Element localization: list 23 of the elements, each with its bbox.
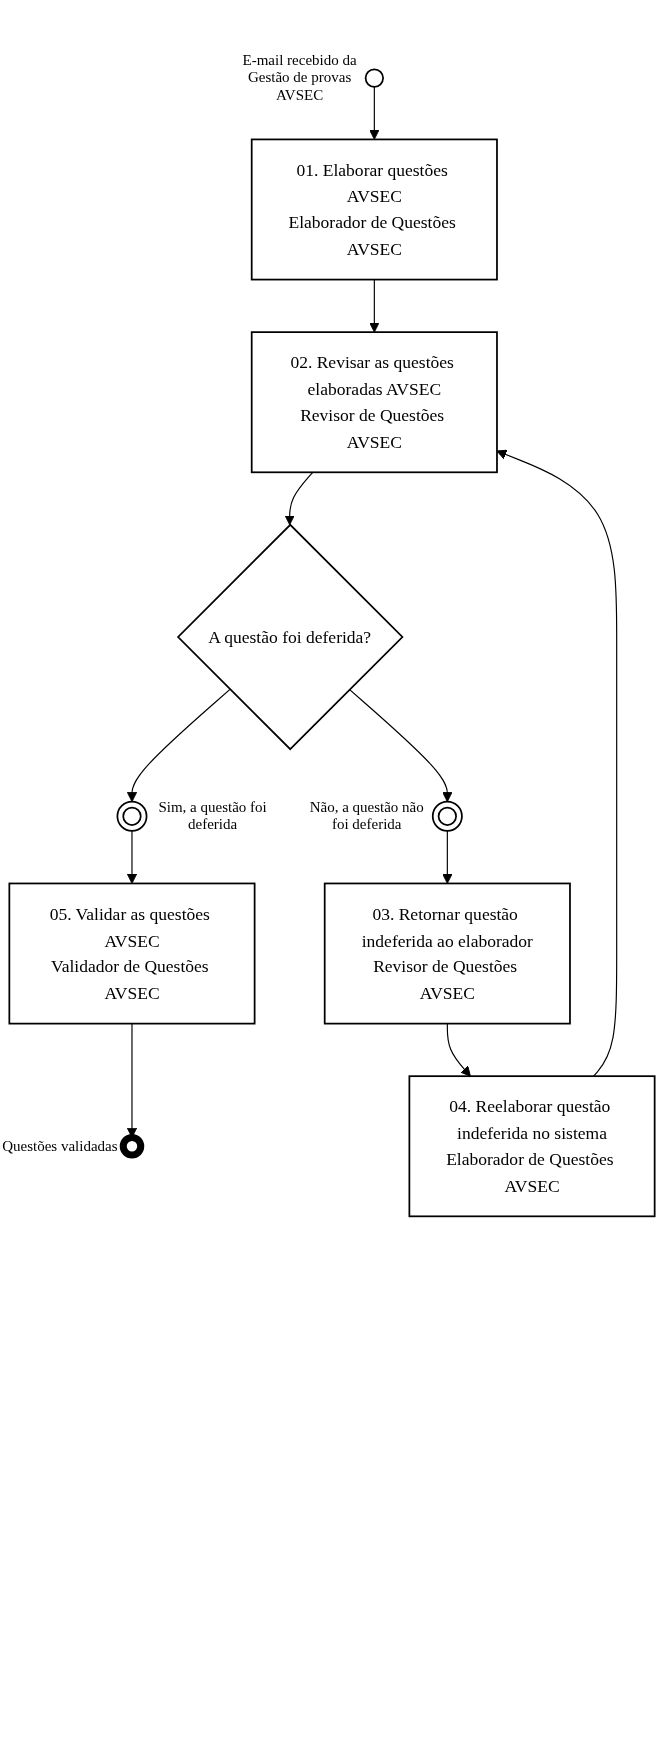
arrow: [348, 688, 453, 803]
node-diamond: A questão foi deferida?: [176, 523, 404, 751]
arrow: [369, 86, 380, 140]
arrow: [126, 830, 138, 884]
arrow: [126, 688, 231, 803]
event-label: Não, a questão não foi deferida: [308, 798, 425, 834]
arrow: [496, 449, 618, 1077]
node-circle: [364, 68, 384, 88]
node-box: 05. Validar as questões AVSEC Validador de Questões AVSEC: [8, 882, 256, 1025]
arrow: [446, 1023, 471, 1077]
node-circle: [431, 800, 463, 832]
node-box: 01. Elaborar questões AVSEC Elaborador de Questões AVSEC: [250, 138, 498, 281]
node-box: 04. Reelaborar questão indeferida no sistema Elaborador de Questões AVSEC: [408, 1075, 656, 1218]
event-label: Sim, a questão foi deferida: [157, 798, 268, 834]
arrow: [442, 830, 453, 884]
node-circle: [116, 800, 148, 832]
event-label: Questões validadas: [2, 1137, 118, 1155]
node-box: 03. Retornar questão indeferida ao elaborador Revisor de Questões AVSEC: [323, 882, 571, 1025]
node-circle: [119, 1134, 145, 1159]
arrow: [369, 279, 380, 333]
event-label: E-mail recebido da Gestão de provas AVSEC: [241, 52, 358, 104]
node-box: 02. Revisar as questões elaboradas AVSEC Revisor de Questões AVSEC: [250, 331, 498, 474]
arrow: [284, 471, 314, 526]
